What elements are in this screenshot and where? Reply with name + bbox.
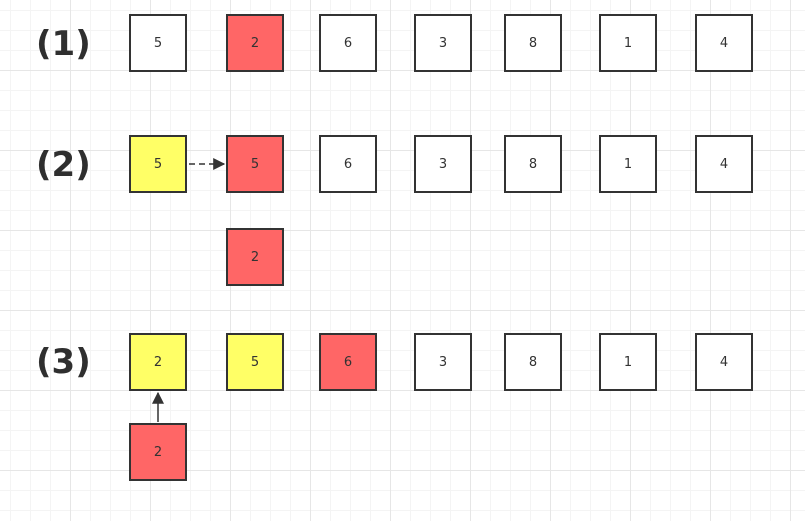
step-1-label: (1): [36, 24, 91, 64]
step-1-box-2: 2: [226, 14, 284, 72]
step-3-box-7: 4: [695, 333, 753, 391]
step-3-box-3: 6: [319, 333, 377, 391]
step-3-temp-box: 2: [129, 423, 187, 481]
step-1-box-4: 3: [414, 14, 472, 72]
step-2-box-1: 5: [129, 135, 187, 193]
step-2-label: (2): [36, 145, 91, 185]
step-2-box-5: 8: [504, 135, 562, 193]
step-2-temp-box: 2: [226, 228, 284, 286]
step-3-label: (3): [36, 342, 91, 382]
step-2-box-2: 5: [226, 135, 284, 193]
step-1-box-7: 4: [695, 14, 753, 72]
step-3-box-5: 8: [504, 333, 562, 391]
step-2-box-3: 6: [319, 135, 377, 193]
step-3-box-4: 3: [414, 333, 472, 391]
step-1-box-1: 5: [129, 14, 187, 72]
step-3-box-1: 2: [129, 333, 187, 391]
step-1-box-5: 8: [504, 14, 562, 72]
step-1-box-3: 6: [319, 14, 377, 72]
step-2-box-6: 1: [599, 135, 657, 193]
step-2-box-4: 3: [414, 135, 472, 193]
step-3-box-6: 1: [599, 333, 657, 391]
step-3-box-2: 5: [226, 333, 284, 391]
step-2-box-7: 4: [695, 135, 753, 193]
step-1-box-6: 1: [599, 14, 657, 72]
